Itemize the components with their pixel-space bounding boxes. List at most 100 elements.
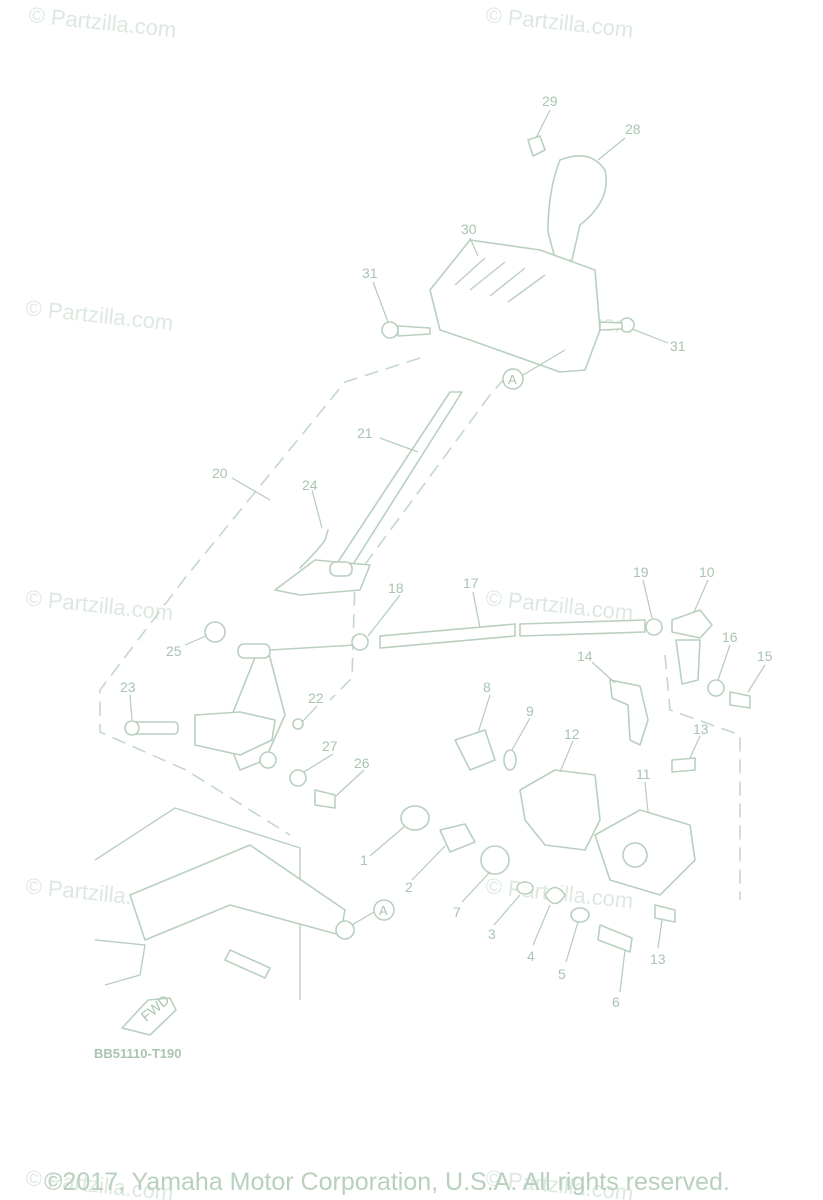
leader — [689, 735, 701, 759]
shift-rod-assembly — [351, 609, 751, 709]
leader — [535, 109, 551, 139]
callout: 20 — [212, 465, 228, 481]
frame-edge — [94, 939, 146, 986]
callout: 31 — [670, 338, 686, 354]
reference-markers: A A — [351, 349, 566, 926]
grommet-31 — [381, 321, 399, 339]
shift-knob-assembly — [381, 135, 635, 373]
frame-pin — [224, 949, 271, 979]
leader-lines — [129, 109, 766, 993]
leader — [472, 591, 481, 629]
bolt-31 — [397, 325, 431, 337]
callout: 21 — [357, 425, 373, 441]
leader — [693, 579, 709, 613]
gear-7 — [480, 845, 510, 875]
assembly-outline-20 — [99, 357, 421, 836]
bolt-26 — [314, 789, 336, 809]
callout: 12 — [564, 726, 580, 742]
shift-mechanism — [400, 679, 696, 953]
leader — [477, 694, 491, 734]
shift-cover-boss-11 — [622, 842, 648, 868]
rod-end-10 — [671, 609, 713, 639]
leader — [522, 349, 566, 376]
callout: 26 — [354, 755, 370, 771]
leader — [717, 644, 731, 681]
shift-lever-assembly — [124, 391, 463, 809]
leader — [642, 579, 653, 619]
callout: 7 — [453, 904, 461, 920]
callouts: 29 28 30 31 31 21 20 24 18 17 19 10 25 1… — [120, 93, 773, 1010]
watermark: © Partzilla.com — [484, 585, 634, 625]
ref-marker-lower-label: A — [379, 903, 388, 918]
leader — [532, 904, 551, 946]
leader — [369, 825, 406, 857]
watermark: © Partzilla.com — [484, 2, 634, 42]
nut-19 — [645, 618, 663, 636]
clip-22 — [292, 718, 304, 730]
leader — [559, 740, 574, 773]
screw-29 — [527, 135, 546, 157]
leader — [129, 694, 133, 721]
callout: 1 — [360, 852, 368, 868]
leader — [644, 781, 649, 813]
o-ring-9 — [503, 749, 517, 771]
bearing-2 — [439, 823, 476, 853]
frame-mount-hole — [335, 920, 355, 940]
shift-knob-28 — [547, 154, 607, 263]
boot-ribs — [454, 257, 546, 303]
lever-bracket — [274, 559, 371, 596]
ref-marker-lower — [373, 899, 395, 921]
leader — [657, 919, 663, 949]
leader — [372, 281, 389, 323]
pivot-bracket — [194, 711, 276, 756]
callout: 27 — [322, 738, 338, 754]
leader — [511, 717, 531, 751]
leader — [597, 137, 626, 161]
leader — [461, 871, 491, 903]
washer-18 — [351, 633, 369, 651]
leader — [351, 911, 375, 926]
callout: 14 — [577, 648, 593, 664]
rod-end-arm-10 — [675, 639, 701, 685]
callout: 15 — [757, 648, 773, 664]
callout: 13 — [650, 951, 666, 967]
frame: FWD — [94, 807, 355, 1036]
leader — [469, 237, 479, 257]
callout: 17 — [463, 575, 479, 591]
spring-4 — [544, 886, 566, 905]
gasket-12 — [519, 769, 601, 851]
spring-coil-24 — [329, 561, 353, 577]
leader — [231, 477, 271, 501]
diagram-code: BB51110-T190 — [94, 1046, 181, 1061]
callout: 10 — [699, 564, 715, 580]
leader — [565, 921, 579, 963]
callout: 6 — [612, 994, 620, 1010]
washer-27 — [289, 769, 307, 787]
fwd-arrow — [121, 997, 177, 1036]
watermark: © Partzilla.com — [24, 295, 174, 335]
bolt-13-lower — [654, 904, 676, 923]
callout: 19 — [633, 564, 649, 580]
callout: 23 — [120, 679, 136, 695]
leader — [184, 635, 207, 646]
callout: 30 — [461, 221, 477, 237]
assembly-outline-10 — [664, 654, 741, 900]
leader — [631, 328, 669, 344]
callout: 4 — [527, 948, 535, 964]
leader — [493, 894, 521, 926]
ref-marker-upper-label: A — [508, 372, 517, 387]
shift-rod-17 — [379, 623, 516, 649]
washer-16 — [707, 679, 725, 697]
callout: 5 — [558, 966, 566, 982]
leader — [335, 769, 365, 797]
callout: 22 — [308, 690, 324, 706]
callout: 3 — [488, 926, 496, 942]
leader — [747, 664, 766, 693]
shift-boot-30 — [429, 239, 601, 373]
washer-27-left — [259, 751, 277, 769]
watermarks: © Partzilla.com © Partzilla.com © Partzi… — [24, 2, 634, 1200]
callout: 16 — [722, 629, 738, 645]
bracket-14 — [609, 679, 649, 746]
bushing-1 — [400, 805, 430, 831]
leader — [303, 753, 334, 773]
